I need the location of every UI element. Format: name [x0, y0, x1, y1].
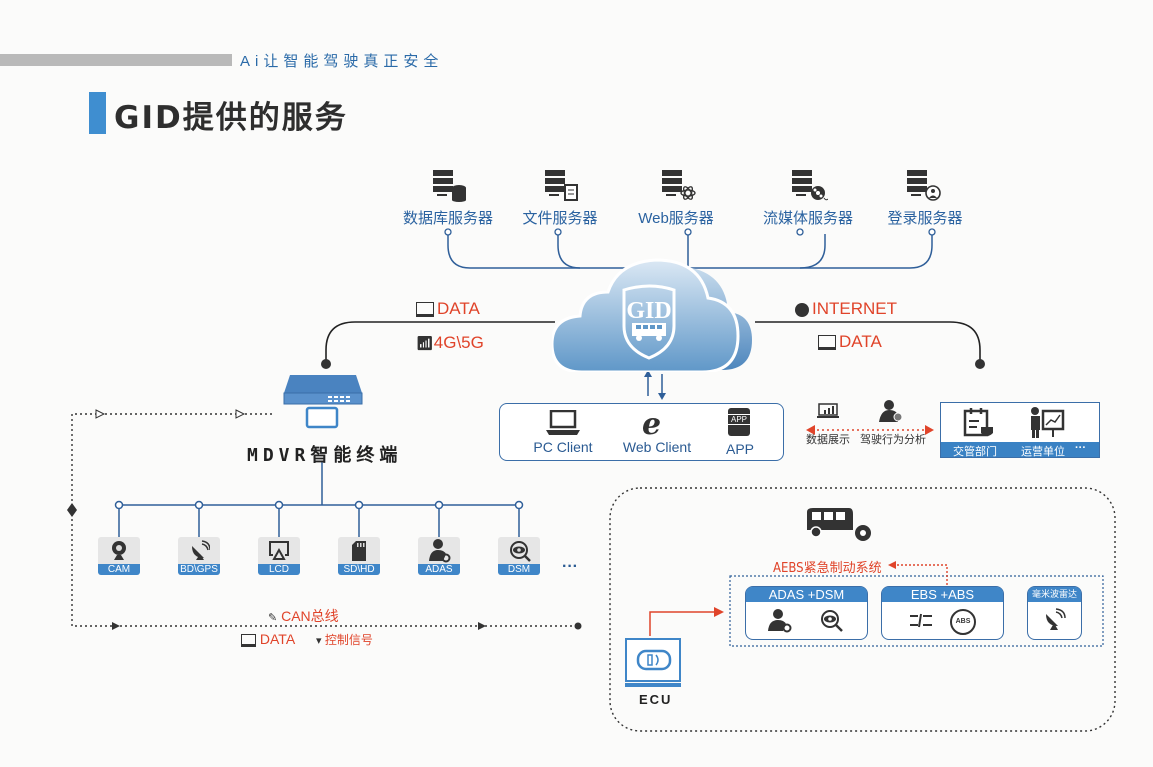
- server-label: 数据库服务器: [402, 210, 494, 227]
- org-label-bar: 交管部门 运营单位 ···: [941, 442, 1099, 458]
- devices-more: ···: [562, 558, 578, 575]
- brake-control-icon: [910, 613, 932, 628]
- eye-search-icon: [821, 610, 843, 632]
- driver-analysis-icon: [879, 400, 903, 427]
- org-item: 交管部门: [953, 446, 997, 458]
- data-display-label: 数据展示: [806, 434, 850, 446]
- client-label[interactable]: Web Client: [622, 439, 692, 455]
- client-label[interactable]: PC Client: [533, 439, 593, 455]
- right-data-label: DATA: [818, 332, 882, 352]
- client-label[interactable]: APP: [725, 441, 755, 457]
- org-panel: 交管部门 运营单位 ···: [940, 402, 1100, 458]
- control-signal-label: ▾ 控制信号: [316, 633, 373, 647]
- mdvr-device-icon: [282, 375, 364, 434]
- wifi-icon: ▾: [316, 635, 322, 647]
- server-label: Web服务器: [638, 210, 714, 227]
- presenter-icon: [1029, 407, 1065, 444]
- chart-monitor-icon: [241, 633, 256, 647]
- slogan: Ai让智能驾驶真正安全: [240, 53, 444, 70]
- gid-cloud: GID: [550, 252, 762, 377]
- header-bar: [0, 54, 232, 66]
- server-link-login: [800, 234, 933, 269]
- server-link-file: [557, 234, 581, 269]
- screen-cast-icon: [269, 541, 289, 560]
- plug-icon: ✎: [268, 612, 278, 624]
- mdvr-label: MDVR智能终端: [247, 445, 403, 466]
- bus-gear-icon: [805, 508, 871, 549]
- file-server-icon: [545, 170, 579, 207]
- device-dsm[interactable]: DSM: [498, 537, 540, 575]
- ie-browser-icon: e: [642, 407, 662, 442]
- media-server-icon: [792, 170, 829, 207]
- eye-search-icon: [510, 541, 531, 562]
- abs-icon: ABS: [950, 609, 976, 635]
- org-more: ···: [1075, 442, 1086, 454]
- login-server-icon: [907, 170, 941, 207]
- sd-card-icon: [352, 541, 366, 561]
- chart-monitor-icon: [818, 335, 836, 351]
- data-display-icon: [817, 403, 839, 419]
- device-sdhd[interactable]: SD\HD: [338, 537, 380, 575]
- server-label: 流媒体服务器: [762, 210, 854, 227]
- app-phone-icon: APP: [728, 408, 750, 436]
- svg-text:GID: GID: [626, 298, 671, 324]
- ecu-stand: [625, 683, 681, 687]
- system-adas-dsm: ADAS +DSM: [745, 586, 868, 640]
- org-item: 运营单位: [1021, 446, 1065, 458]
- device-lcd[interactable]: LCD: [258, 537, 300, 575]
- ecu-icon: [625, 638, 681, 682]
- database-server-icon: [433, 170, 467, 207]
- satellite-dish-icon: [192, 540, 210, 560]
- gid-shield-logo: GID: [622, 284, 676, 360]
- system-mmwave-radar: 毫米波雷达: [1027, 586, 1082, 640]
- web-server-icon: [662, 170, 696, 207]
- device-bdgps[interactable]: BD\GPS: [178, 537, 220, 575]
- ecu-label: ECU: [639, 692, 673, 707]
- calendar-shield-icon: [963, 407, 995, 444]
- title-marker: [89, 92, 106, 134]
- client-panel: PC Client e Web Client APP APP: [499, 403, 784, 461]
- laptop-icon: [546, 409, 580, 441]
- aebs-label: AEBS紧急制动系统: [773, 561, 882, 576]
- server-label: 登录服务器: [887, 210, 963, 227]
- globe-icon: [795, 302, 809, 317]
- device-adas[interactable]: ADAS: [418, 537, 460, 575]
- chart-monitor-icon: [416, 302, 434, 318]
- driver-gear-icon: [768, 609, 792, 633]
- page-title: GID提供的服务: [114, 100, 348, 136]
- internet-label: INTERNET: [795, 299, 897, 319]
- driver-analysis-label: 驾驶行为分析: [860, 434, 926, 446]
- system-ebs-abs: EBS +ABS ABS: [881, 586, 1004, 640]
- webcam-icon: [112, 541, 126, 560]
- bus-data-label: DATA: [241, 631, 295, 647]
- server-label: 文件服务器: [522, 210, 598, 227]
- can-bus-label: ✎ CAN总线: [268, 608, 339, 624]
- left-network-label: 📶︎4G\5G: [416, 333, 484, 352]
- radar-dish-icon: [1046, 608, 1066, 630]
- left-data-label: DATA: [416, 299, 480, 319]
- device-cam[interactable]: CAM: [98, 537, 140, 575]
- driver-gear-icon: [429, 539, 451, 563]
- wifi-icon: 📶︎: [416, 335, 434, 351]
